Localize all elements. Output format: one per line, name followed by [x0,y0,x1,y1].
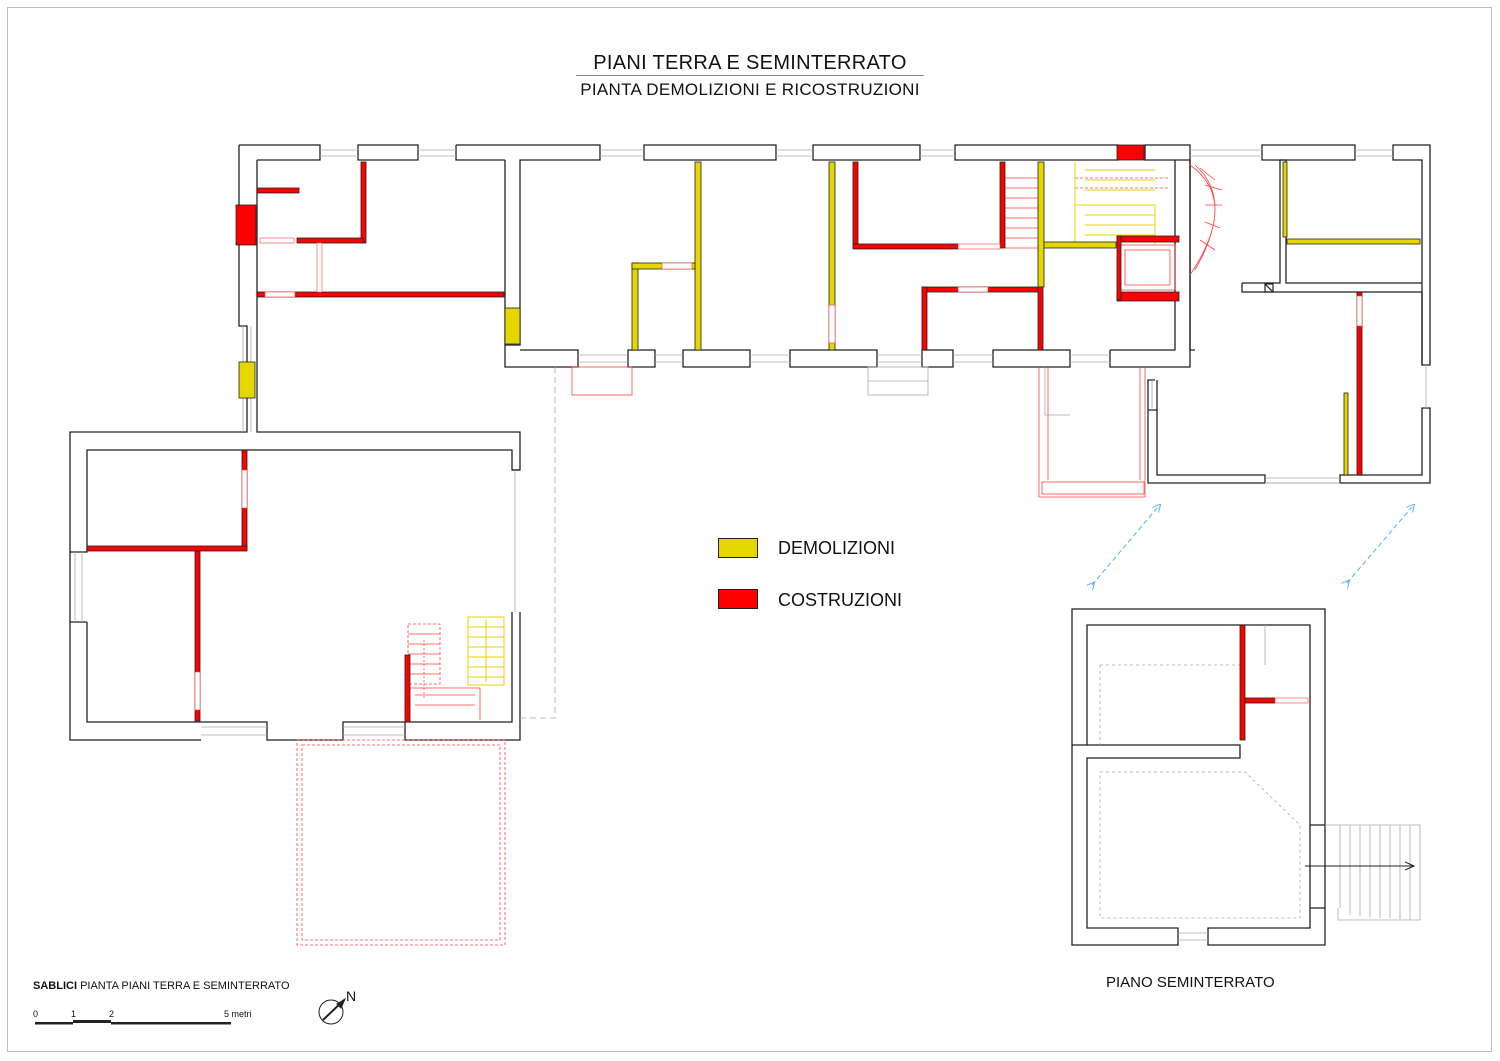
basement-constructions [1239,624,1276,741]
north-compass [318,997,347,1025]
scale-tick-5: 5 metri [224,1009,252,1019]
basement-details [1099,625,1421,941]
scale-tick-1: 1 [71,1009,77,1019]
window-openings [74,149,1427,736]
legend-swatch-demolizioni [718,538,758,558]
north-label: N [346,988,357,1004]
title-underline [576,75,924,76]
project-name: SABLICI [33,980,77,992]
ground-floor-walls [69,144,1431,741]
drawing-title: PIANI TERRA E SEMINTERRATO [593,52,907,74]
sheet-caption: PIANTA PIANI TERRA E SEMINTERRATO [80,980,290,992]
legend-label-costruzioni: COSTRUZIONI [778,590,902,610]
scale-bar [35,1020,231,1025]
constructions [86,144,1363,723]
sheet-border [7,7,1492,1052]
footer-caption: SABLICI PIANTA PIANI TERRA E SEMINTERRAT… [33,980,290,992]
basement-openings [1274,697,1309,704]
new-elements-outline [296,164,1223,946]
relation-arrows [1092,507,1412,585]
ground-floor-interior [1264,159,1286,293]
legend-swatch-costruzioni [718,589,758,609]
scale-tick-0: 0 [33,1009,39,1019]
construction-openings [194,237,1363,711]
basement-walls [1071,608,1326,946]
scale-tick-2: 2 [109,1009,115,1019]
legend-label-demolizioni: DEMOLIZIONI [778,538,896,558]
basement-caption: PIANO SEMINTERRATO [1106,974,1275,991]
demolished-stairs [467,162,1156,686]
drawing-subtitle: PIANTA DEMOLIZIONI E RICOSTRUZIONI [580,80,920,99]
